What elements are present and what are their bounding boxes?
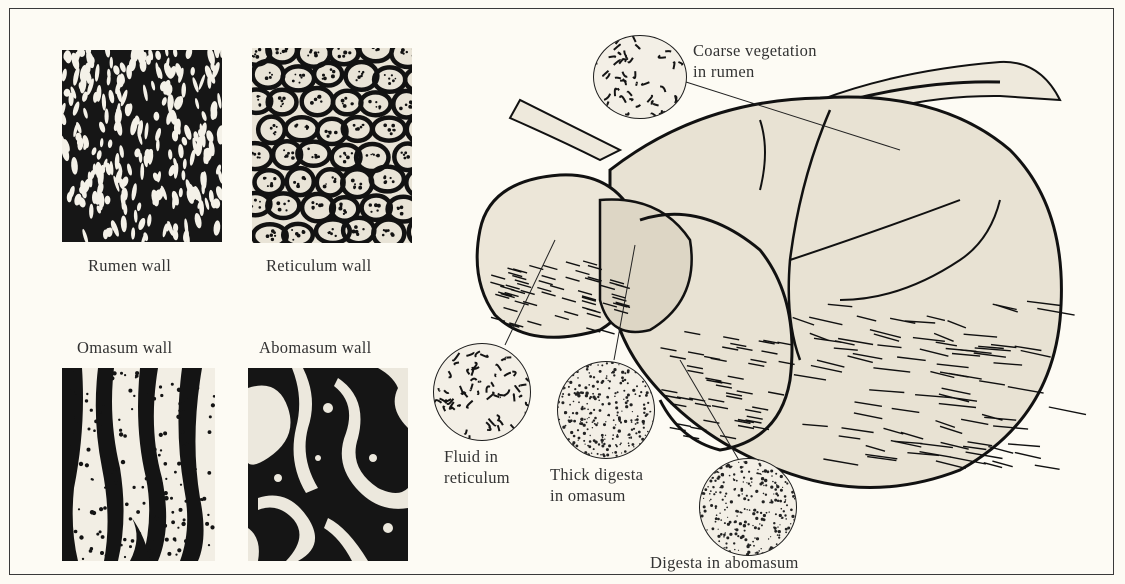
reticulum-contents-label-line1: Fluid in	[444, 446, 510, 467]
rumen-contents-magnifier	[593, 35, 687, 119]
omasum-contents-label-line2: in omasum	[550, 485, 643, 506]
reticulum-contents-texture	[434, 344, 530, 440]
abomasum-contents-texture	[700, 459, 796, 555]
abomasum-contents-label: Digesta in abomasum	[650, 553, 799, 573]
rumen-contents-label-line1: Coarse vegetation	[693, 40, 817, 61]
omasum-contents-texture	[558, 362, 654, 458]
abomasum-contents-magnifier	[699, 458, 797, 556]
omasum-contents-label-line1: Thick digesta	[550, 464, 643, 485]
omasum-contents-magnifier	[557, 361, 655, 459]
omasum-contents-label: Thick digesta in omasum	[550, 464, 643, 506]
rumen-contents-label-line2: in rumen	[693, 61, 817, 82]
reticulum-contents-label-line2: reticulum	[444, 467, 510, 488]
rumen-contents-texture	[594, 36, 686, 118]
reticulum-contents-magnifier	[433, 343, 531, 441]
reticulum-contents-label: Fluid in reticulum	[444, 446, 510, 488]
rumen-contents-label: Coarse vegetation in rumen	[693, 40, 817, 82]
